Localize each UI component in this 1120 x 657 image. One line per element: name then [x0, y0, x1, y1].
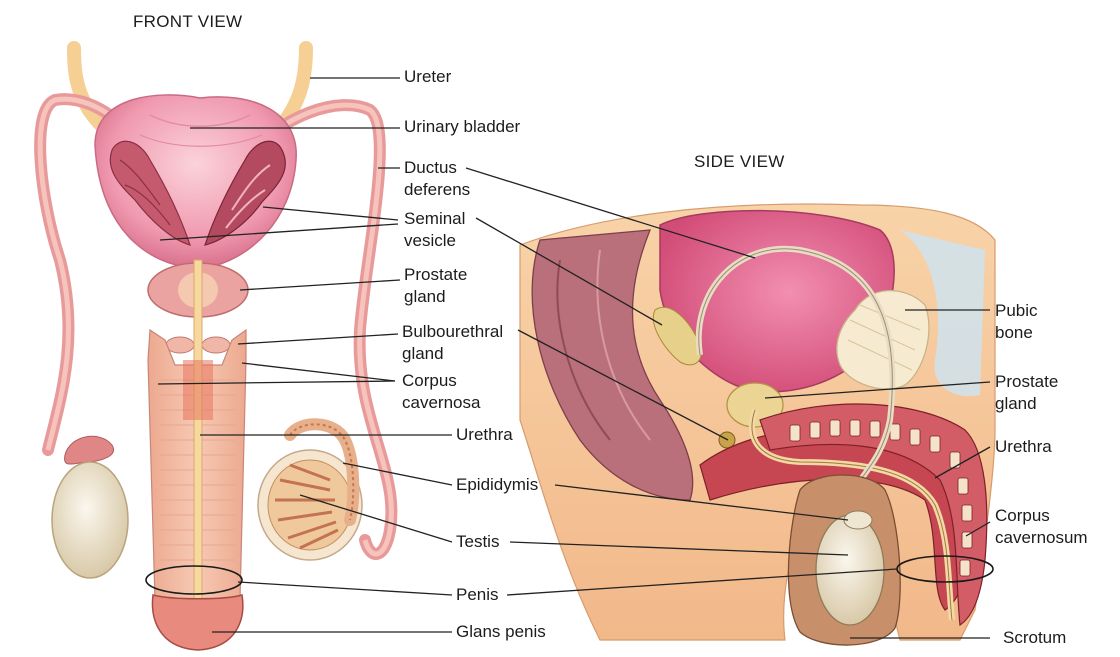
- label-bulbourethral-line1: Bulbourethral: [402, 321, 503, 343]
- label-prostate-gland-side: Prostate gland: [995, 371, 1058, 415]
- label-prostate-line1: Prostate: [404, 264, 467, 286]
- label-ductus-deferens: Ductus deferens: [404, 157, 470, 201]
- label-urethra-front: Urethra: [456, 424, 513, 446]
- label-ductus-deferens-line2: deferens: [404, 179, 470, 201]
- label-seminal-vesicle: Seminal vesicle: [404, 208, 465, 252]
- label-ureter: Ureter: [404, 66, 451, 88]
- label-corpus-cavernosa-line2: cavernosa: [402, 392, 480, 414]
- front-urethra: [194, 260, 202, 640]
- left-epididymis-front: [65, 436, 114, 464]
- front-glans: [153, 595, 243, 650]
- label-bulbourethral-gland: Bulbourethral gland: [402, 321, 503, 365]
- front-bulbourethral: [166, 337, 194, 353]
- label-corpus-cavernosa-line1: Corpus: [402, 370, 480, 392]
- label-glans-penis: Glans penis: [456, 621, 546, 643]
- label-prostate-side-line2: gland: [995, 393, 1058, 415]
- label-urethra-side: Urethra: [995, 436, 1052, 458]
- label-pubic-bone-line2: bone: [995, 322, 1038, 344]
- front-view-title: FRONT VIEW: [133, 12, 242, 32]
- front-view-illustration: [40, 48, 391, 650]
- label-prostate-line2: gland: [404, 286, 467, 308]
- label-corpus-cavernosum: Corpus cavernosum: [995, 505, 1088, 549]
- label-epididymis: Epididymis: [456, 474, 538, 496]
- label-urinary-bladder: Urinary bladder: [404, 116, 520, 138]
- label-ductus-deferens-line1: Ductus: [404, 157, 470, 179]
- side-view-title: SIDE VIEW: [694, 152, 785, 172]
- left-testis: [52, 462, 128, 578]
- label-scrotum: Scrotum: [1003, 627, 1066, 649]
- label-bulbourethral-line2: gland: [402, 343, 503, 365]
- label-penis: Penis: [456, 584, 499, 606]
- label-corpus-cavernosum-line1: Corpus: [995, 505, 1088, 527]
- label-corpus-cavernosa: Corpus cavernosa: [402, 370, 480, 414]
- label-prostate-side-line1: Prostate: [995, 371, 1058, 393]
- label-seminal-vesicle-line2: vesicle: [404, 230, 465, 252]
- label-seminal-vesicle-line1: Seminal: [404, 208, 465, 230]
- label-testis: Testis: [456, 531, 499, 553]
- label-pubic-bone-line1: Pubic: [995, 300, 1038, 322]
- side-epididymis: [844, 511, 872, 529]
- label-prostate-gland-front: Prostate gland: [404, 264, 467, 308]
- label-corpus-cavernosum-line2: cavernosum: [995, 527, 1088, 549]
- label-pubic-bone: Pubic bone: [995, 300, 1038, 344]
